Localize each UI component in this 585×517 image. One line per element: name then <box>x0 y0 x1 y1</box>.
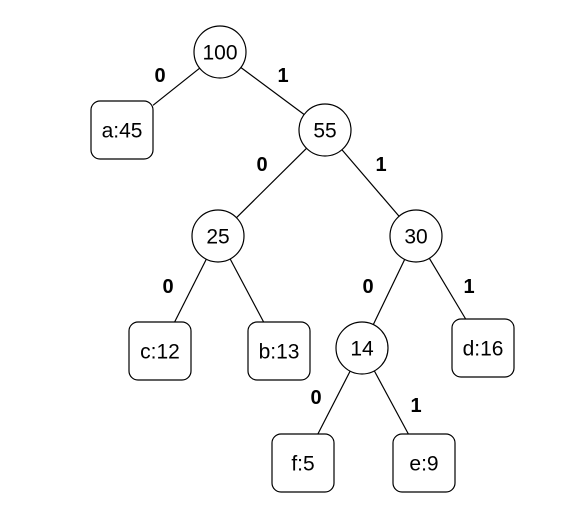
edge-label-n55-n30: 1 <box>375 154 386 176</box>
node-label: e:9 <box>409 453 438 476</box>
node-label: a:45 <box>102 120 143 143</box>
leaf-node-b: b:13 <box>247 321 311 381</box>
node-label: f:5 <box>291 453 314 476</box>
edge-label-n55-n25: 0 <box>256 154 267 176</box>
edge-n30-d <box>428 258 467 320</box>
leaf-box <box>128 321 192 381</box>
node-label: 25 <box>206 226 229 249</box>
internal-node-n25: 25 <box>191 209 245 263</box>
node-label: b:13 <box>259 341 300 364</box>
leaf-node-a: a:45 <box>90 100 154 160</box>
edge-n30-n14 <box>372 259 406 325</box>
internal-node-n55: 55 <box>298 103 352 157</box>
edge-n55-n30 <box>341 149 400 217</box>
node-circle <box>389 209 443 263</box>
internal-node-n14: 14 <box>335 321 389 375</box>
leaf-node-f: f:5 <box>271 433 335 493</box>
internal-node-n30: 30 <box>389 209 443 263</box>
node-label: 100 <box>202 42 237 65</box>
node-circle <box>335 321 389 375</box>
leaf-node-e: e:9 <box>392 433 456 493</box>
edge-n55-n25 <box>236 147 307 219</box>
edge-label-n14-f: 0 <box>310 387 321 409</box>
leaf-box <box>247 321 311 381</box>
leaf-node-c: c:12 <box>128 321 192 381</box>
edge-labels-layer: 0 1 0 1 0 0 1 0 1 <box>154 65 474 417</box>
edge-label-n100-a: 0 <box>154 65 165 87</box>
edge-label-n30-d: 1 <box>463 276 474 298</box>
leaf-box <box>271 433 335 493</box>
edge-n14-e <box>373 370 409 435</box>
edge-label-n25-c: 0 <box>162 276 173 298</box>
edge-label-n14-e: 1 <box>410 395 421 417</box>
node-circle <box>193 25 247 79</box>
node-label: 30 <box>404 226 427 249</box>
node-label: 14 <box>350 338 374 361</box>
node-label: d:16 <box>463 338 504 361</box>
edge-n14-f <box>317 370 351 435</box>
edges-layer <box>152 67 467 435</box>
leaf-node-d: d:16 <box>451 318 515 378</box>
leaf-box <box>90 100 154 160</box>
node-circle <box>298 103 352 157</box>
edge-label-n100-n55: 1 <box>277 65 288 87</box>
leaf-box <box>451 318 515 378</box>
leaf-box <box>392 433 456 493</box>
node-circle <box>191 209 245 263</box>
edge-n100-n55 <box>240 67 305 115</box>
node-label: 55 <box>313 120 336 143</box>
internal-node-n100: 100 <box>193 25 247 79</box>
node-label: c:12 <box>140 341 180 364</box>
edge-n100-a <box>152 67 201 106</box>
edge-n25-c <box>174 258 207 323</box>
edge-label-n30-n14: 0 <box>362 276 373 298</box>
edge-n25-b <box>229 258 265 323</box>
